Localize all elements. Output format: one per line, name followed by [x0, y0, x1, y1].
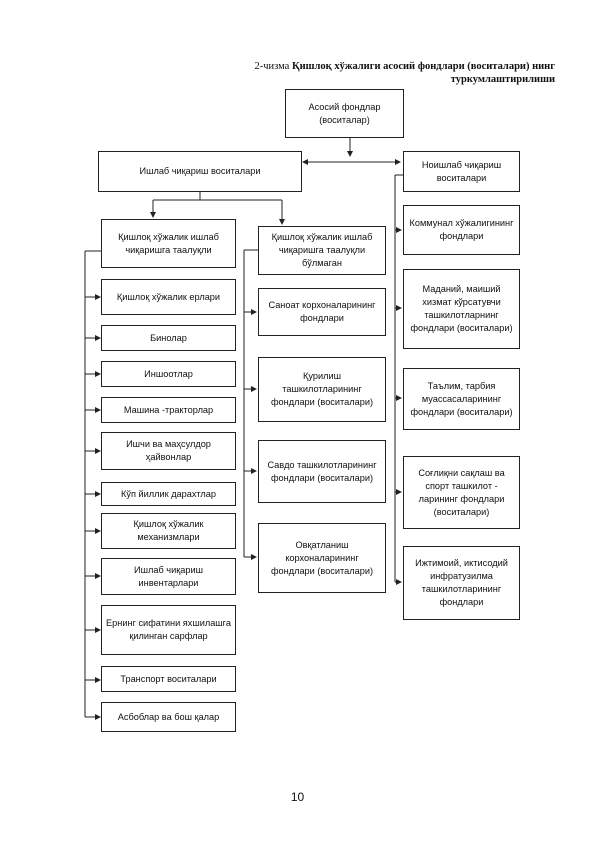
agri-item-buildings: Бинолар [101, 325, 236, 351]
agri-item-tools: Асбоблар ва бош қалар [101, 702, 236, 732]
nonprod-item-education: Таълим, тарбия муассасаларининг фондлари… [403, 368, 520, 430]
nonprod-item-label: Ижтимоий, иктисодий инфратузилма ташкило… [415, 558, 508, 607]
agri-item-structures: Иншоотлар [101, 361, 236, 387]
agri-item-label: Ишлаб чиқариш инвентарлари [134, 564, 203, 588]
agri-related-header-label: Қишлоқ хўжалик ишлаб чиқаришга таалуқли [118, 231, 219, 255]
figure-title-line2: туркумлаштирилиши [450, 74, 555, 85]
agri-item-label: Транспорт воситалари [120, 673, 217, 684]
nonprod-item-label: Таълим, тарбия муассасаларининг фондлари… [410, 380, 513, 417]
nonprod-item-health-sport: Соғлиқни сақлаш ва спорт ташкилот - лари… [403, 456, 520, 529]
nonprod-item-infrastructure: Ижтимоий, иктисодий инфратузилма ташкило… [403, 546, 520, 620]
agri-item-label: Асбоблар ва бош қалар [117, 711, 220, 722]
agri-item-transport: Транспорт воситалари [101, 666, 236, 692]
agri-item-label: Ернинг сифатини яхшилашга қилинган сарфл… [106, 618, 231, 641]
agri-item-mechanisms: Қишлоқ хўжалик механизмлари [101, 513, 236, 549]
nonproduction-means-label: Ноишлаб чиқариш воситалари [421, 159, 502, 183]
production-means-label: Ишлаб чиқариш воситалари [139, 166, 261, 176]
agri-item-land-improvement: Ернинг сифатини яхшилашга қилинган сарфл… [101, 605, 236, 655]
unrelated-item-construction: Қурилиш ташкилотларининг фондлари (восит… [258, 357, 386, 422]
agri-item-label: Қишлоқ хўжалик механизмлари [133, 519, 204, 542]
figure-title-prefix: 2-чизма [254, 61, 292, 72]
agri-related-header: Қишлоқ хўжалик ишлаб чиқаришга таалуқли [101, 219, 236, 268]
nonprod-item-label: Маданий, маиший хизмат кўрсатувчи ташкил… [410, 284, 513, 333]
figure-title: 2-чизма Қишлоқ хўжалиги асосий фондлари … [254, 60, 555, 86]
figure-title-main: Қишлоқ хўжалиги асосий фондлари (воситал… [291, 61, 555, 72]
unrelated-item-catering: Овқатланиш корхоналарининг фондлари (вос… [258, 523, 386, 593]
unrelated-item-label: Савдо ташкилотларининг фондлари (воситал… [267, 459, 377, 483]
agri-item-inventory: Ишлаб чиқариш инвентарлари [101, 558, 236, 595]
page-number: 10 [290, 790, 305, 804]
agri-item-lands: Қишлоқ хўжалик ерлари [101, 279, 236, 315]
unrelated-item-industry: Саноат корхоналарининг фондлари [258, 288, 386, 336]
agri-unrelated-header-label: Қишлоқ хўжалик ишлаб чиқаришга таалуқли … [271, 232, 373, 268]
unrelated-item-trade: Савдо ташкилотларининг фондлари (воситал… [258, 440, 386, 503]
agri-unrelated-header: Қишлоқ хўжалик ишлаб чиқаришга таалуқли … [258, 226, 386, 275]
nonprod-item-label: Соғлиқни сақлаш ва спорт ташкилот - лари… [418, 467, 505, 517]
agri-item-label: Ишчи ва маҳсулдор ҳайвонлар [126, 439, 211, 462]
agri-item-label: Кўп йиллик дарахтлар [121, 488, 216, 499]
agri-item-label: Иншоотлар [144, 368, 193, 379]
agri-item-label: Машина -тракторлар [123, 404, 214, 415]
nonproduction-means-node: Ноишлаб чиқариш воситалари [403, 151, 520, 192]
unrelated-item-label: Саноат корхоналарининг фондлари [268, 300, 376, 323]
agri-item-label: Қишлоқ хўжалик ерлари [116, 291, 221, 302]
agri-item-label: Бинолар [150, 332, 187, 343]
root-node: Асосий фондлар (воситалар) [285, 89, 404, 138]
agri-item-livestock: Ишчи ва маҳсулдор ҳайвонлар [101, 432, 236, 470]
production-means-node: Ишлаб чиқариш воситалари [98, 151, 302, 192]
agri-item-machinery: Машина -тракторлар [101, 397, 236, 423]
agri-item-perennial-trees: Кўп йиллик дарахтлар [101, 482, 236, 506]
nonprod-item-cultural-services: Маданий, маиший хизмат кўрсатувчи ташкил… [403, 269, 520, 349]
unrelated-item-label: Овқатланиш корхоналарининг фондлари (вос… [270, 539, 374, 576]
root-node-label: Асосий фондлар (воситалар) [308, 101, 381, 125]
unrelated-item-label: Қурилиш ташкилотларининг фондлари (восит… [270, 371, 374, 407]
nonprod-item-label: Коммунал хўжалигининг фондлари [409, 218, 514, 241]
nonprod-item-communal: Коммунал хўжалигининг фондлари [403, 205, 520, 255]
